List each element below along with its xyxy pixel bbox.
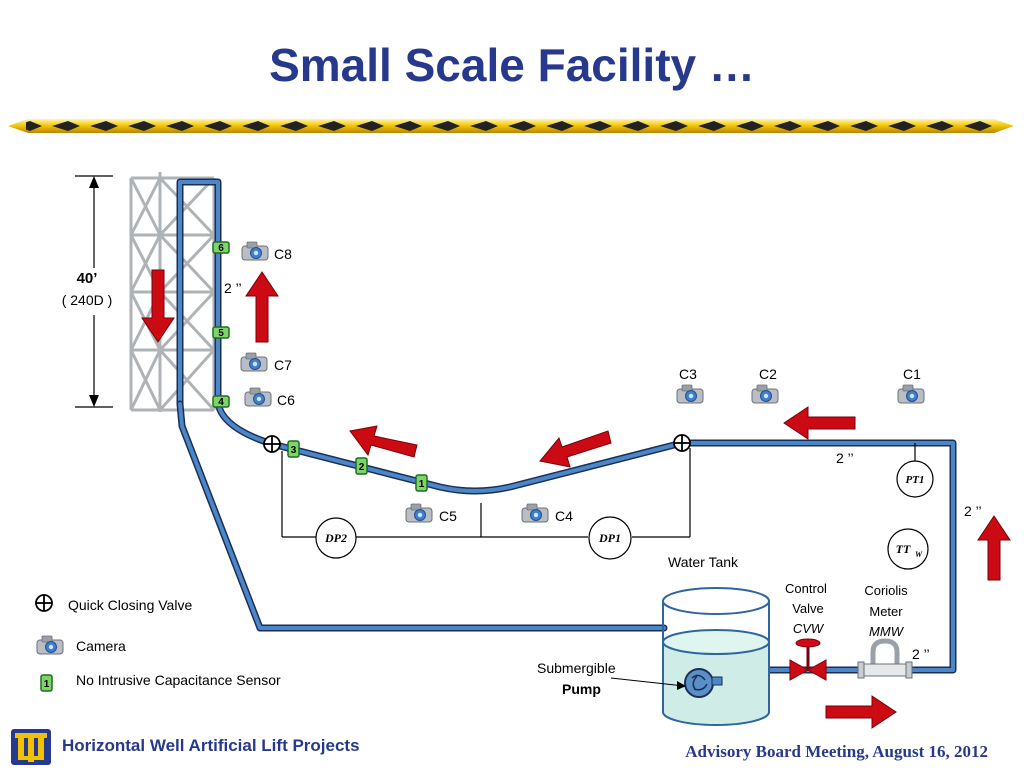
pump-label-line1: Submergible <box>537 660 616 676</box>
legend-valve-icon <box>35 594 53 612</box>
legend-camera-label: Camera <box>76 638 126 654</box>
slide-title: Small Scale Facility … <box>269 39 755 91</box>
flow-arrow-incline-right <box>539 430 612 468</box>
camera-c7: C7 <box>240 352 292 373</box>
flow-arrow-down-tower <box>141 269 175 343</box>
pump-label-line2: Pump <box>562 681 601 697</box>
legend-valve-label: Quick Closing Valve <box>68 597 192 613</box>
truss-tower <box>129 172 216 412</box>
pipe-size-top-return: 2 ’’ <box>836 450 854 466</box>
pt1-gauge: PT1 <box>896 460 934 498</box>
svg-text:C6: C6 <box>277 392 295 408</box>
height-dimension: 40’ ( 240D ) <box>62 175 113 408</box>
svg-text:DP1: DP1 <box>598 531 621 545</box>
camera-c2: C2 <box>751 366 779 404</box>
pump-leader-line <box>610 677 685 687</box>
svg-text:C2: C2 <box>759 366 777 382</box>
svg-text:PT1: PT1 <box>906 474 925 486</box>
pipe-size-vertical: 2 ’’ <box>224 280 242 296</box>
svg-text:1: 1 <box>44 679 50 690</box>
university-logo <box>11 729 51 765</box>
flow-arrow-left-top <box>783 406 856 440</box>
legend-camera-icon <box>36 635 64 655</box>
camera-c5: C5 <box>405 503 457 524</box>
quick-closing-valve-right <box>673 434 691 452</box>
legend-sensor-icon: 1 <box>40 674 53 692</box>
title-divider <box>8 119 1014 133</box>
water-tank-label: Water Tank <box>668 554 739 570</box>
water-tank: Water Tank <box>662 554 770 726</box>
svg-text:Meter: Meter <box>869 604 903 619</box>
capacitance-sensor-6: 6 <box>212 241 230 254</box>
tt-gauge: TT W <box>887 528 929 570</box>
svg-text:Coriolis: Coriolis <box>864 583 908 598</box>
footer-meeting: Advisory Board Meeting, August 16, 2012 <box>685 742 988 761</box>
svg-text:C8: C8 <box>274 246 292 262</box>
capacitance-sensor-2: 2 <box>355 457 368 475</box>
svg-text:Valve: Valve <box>792 601 824 616</box>
svg-text:W: W <box>915 550 923 559</box>
height-sublabel: ( 240D ) <box>62 292 113 308</box>
flow-arrow-up-right-riser <box>977 515 1011 581</box>
svg-text:MMW: MMW <box>869 624 905 639</box>
camera-c8: C8 <box>241 241 292 262</box>
svg-text:Control: Control <box>785 581 827 596</box>
pump-leader-arrowhead <box>677 681 686 690</box>
svg-text:C7: C7 <box>274 357 292 373</box>
coriolis-meter: Coriolis Meter MMW <box>857 583 913 679</box>
legend: Quick Closing Valve Camera 1 No Intrusiv… <box>35 594 281 692</box>
quick-closing-valve-left <box>263 435 281 453</box>
instrument-lines <box>281 443 916 538</box>
svg-text:DP2: DP2 <box>324 531 347 545</box>
pipe-size-bottom-line: 2 ’’ <box>912 646 930 662</box>
svg-text:4: 4 <box>218 397 224 408</box>
camera-c4: C4 <box>521 503 573 524</box>
camera-c6: C6 <box>244 387 295 408</box>
capacitance-sensor-4: 4 <box>212 395 230 408</box>
svg-text:3: 3 <box>291 445 297 456</box>
dp1-gauge: DP1 <box>588 516 632 560</box>
capacitance-sensor-3: 3 <box>287 440 300 458</box>
flow-arrow-incline-left <box>349 425 418 458</box>
svg-text:5: 5 <box>218 328 224 339</box>
camera-c3: C3 <box>676 366 704 404</box>
flow-arrow-right-bottom <box>825 695 897 729</box>
pipe-size-right-riser: 2 ’’ <box>964 503 982 519</box>
svg-text:6: 6 <box>218 243 224 254</box>
svg-text:1: 1 <box>419 479 425 490</box>
pipe-network <box>176 178 957 674</box>
dp2-gauge: DP2 <box>315 517 357 559</box>
capacitance-sensor-1: 1 <box>415 474 428 492</box>
control-valve: Control Valve CVW <box>785 581 827 681</box>
svg-text:C4: C4 <box>555 508 573 524</box>
svg-text:C3: C3 <box>679 366 697 382</box>
svg-text:2: 2 <box>359 462 365 473</box>
svg-text:TT: TT <box>896 542 911 556</box>
svg-text:C5: C5 <box>439 508 457 524</box>
submergible-pump <box>684 668 723 698</box>
height-label: 40’ <box>77 270 98 287</box>
camera-c1: C1 <box>897 366 925 404</box>
footer-project-title: Horizontal Well Artificial Lift Projects <box>62 736 360 755</box>
svg-text:C1: C1 <box>903 366 921 382</box>
flow-arrow-up-vertical <box>245 271 279 343</box>
capacitance-sensor-5: 5 <box>212 326 230 339</box>
legend-sensor-label: No Intrusive Capacitance Sensor <box>76 672 281 688</box>
svg-text:CVW: CVW <box>793 621 825 636</box>
